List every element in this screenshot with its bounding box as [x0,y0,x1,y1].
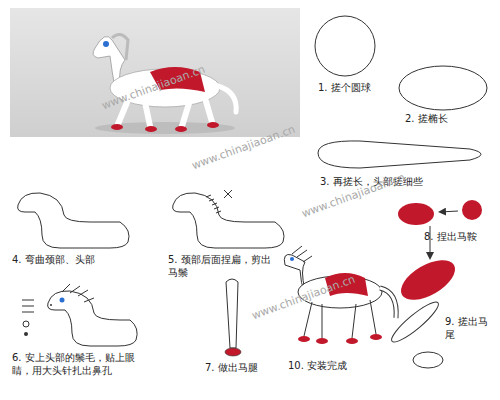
leg [225,279,241,356]
long-roll [318,141,481,168]
oval [399,66,487,110]
saddle-steps [395,200,482,308]
step-caption: 4. 弯曲颈部、头部 [12,254,95,267]
mane-body [173,190,284,248]
photo [10,8,300,137]
step-caption: 2. 搓椭长 [405,113,448,126]
ball [315,16,375,76]
step-caption: 7. 做出马腿 [205,362,258,375]
step-caption: 1. 搓个圆球 [318,82,371,95]
step-caption: 9. 搓出马尾 [445,316,495,341]
step-caption: 5. 颈部后面捏扁，剪出马鬃 [168,254,280,279]
step-caption: 10. 安装完成 [288,360,347,373]
step-caption: 6. 安上头部的鬃毛，贴上眼睛，用大头针扎出鼻孔 [12,352,152,377]
head-body [22,284,137,346]
step-caption: 8. 捏出马鞍 [424,231,477,244]
bent-body [18,193,129,248]
